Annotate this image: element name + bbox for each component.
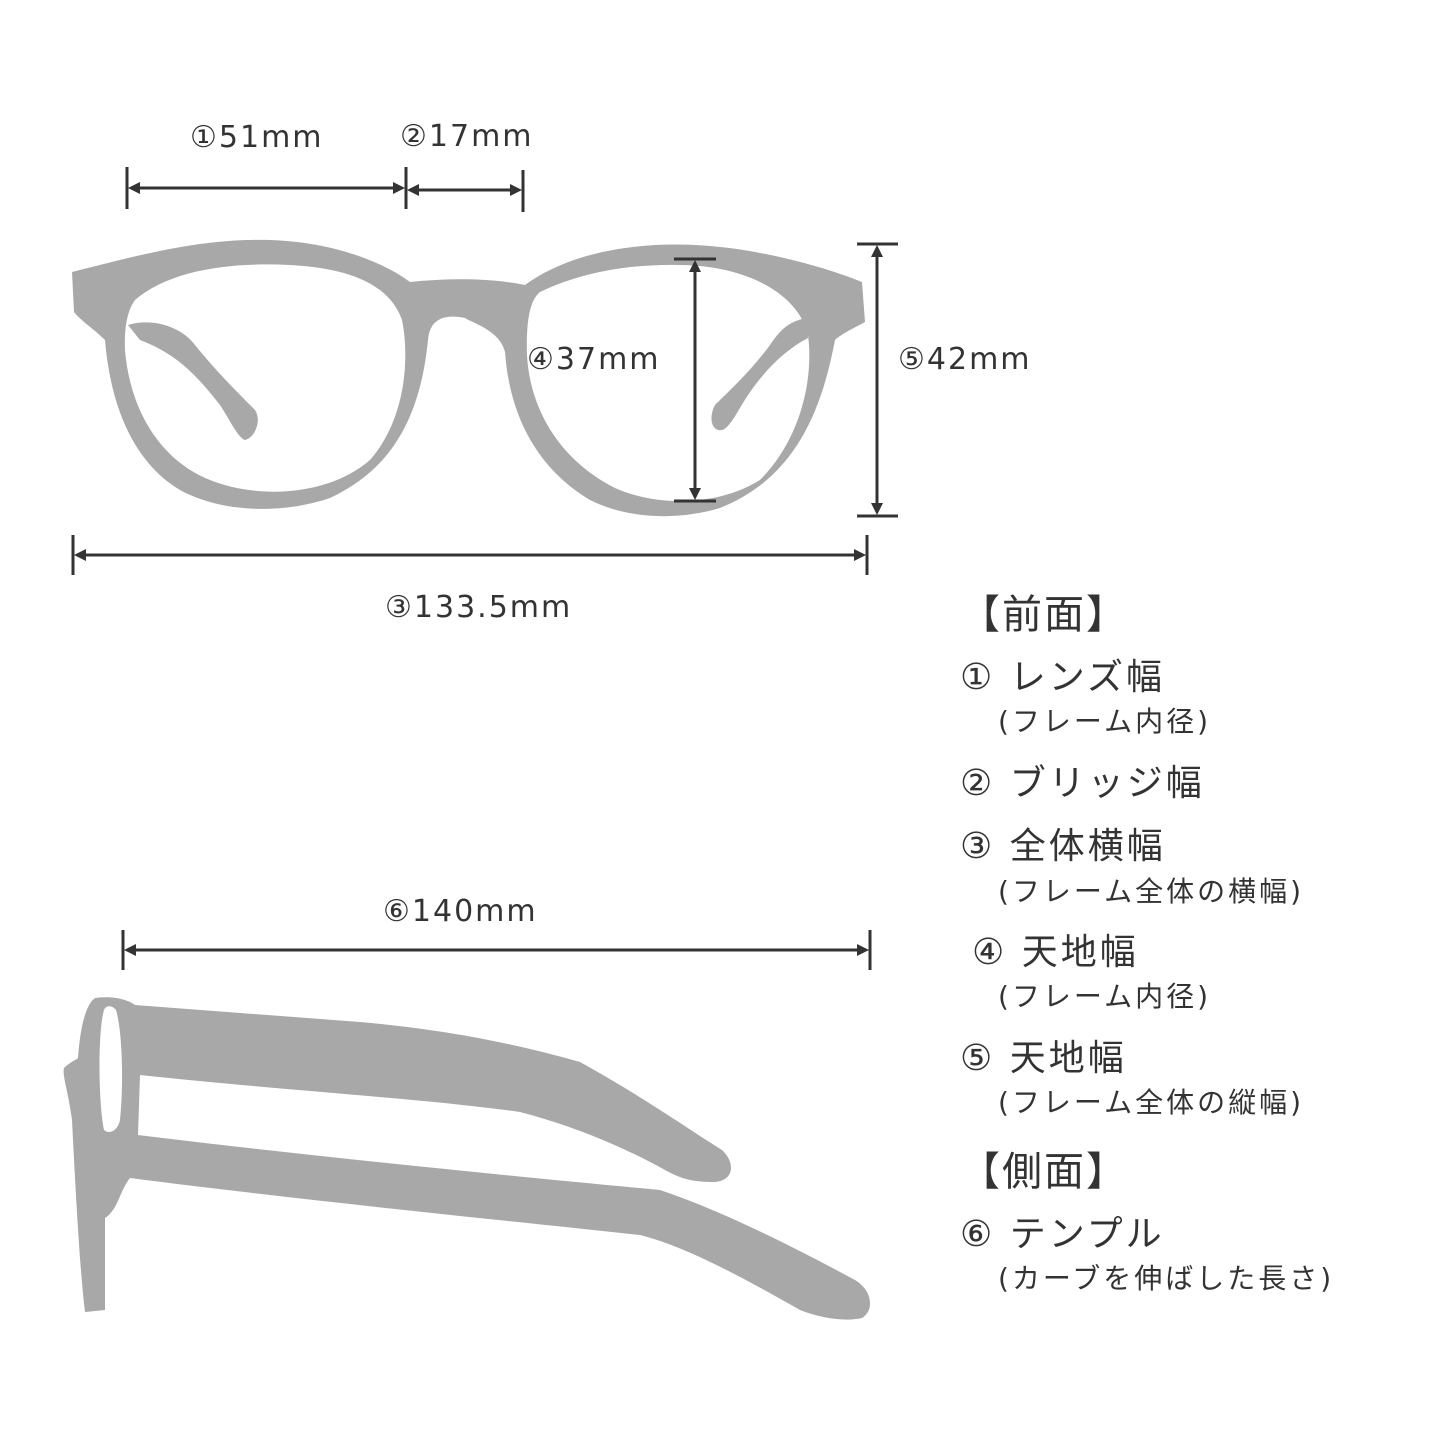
front-frame-silhouette [72,239,865,517]
legend-item-total-width: ③ 全体横幅 (フレーム全体の横幅) [960,826,1430,910]
dim-line-frame-height [857,242,898,518]
legend-side-heading: 【側面】 [960,1148,1128,1195]
dim-line-lens-height [674,257,716,503]
legend-item-label: ③ 全体横幅 [960,826,1166,868]
legend-item-label: ① レンズ幅 [960,657,1165,698]
side-frame-silhouette [63,997,871,1320]
legend-item-note: (フレーム全体の縦幅) [998,1086,1305,1120]
dim-line-temple [121,930,872,970]
label-bridge: ②17mm [400,119,534,154]
front-left-temple-stub [128,322,258,440]
legend-item-lens-height: ④ 天地幅 (フレーム内径) [960,932,1430,1016]
legend-item-note: (フレーム内径) [998,705,1212,739]
legend-item-note: (フレーム全体の横幅) [998,874,1305,908]
legend-item-temple: ⑥ テンプル (カーブを伸ばした長さ) [960,1214,1430,1298]
dim-line-total-width [71,535,869,575]
legend-item-label: ④ 天地幅 [972,931,1139,973]
legend-item-label: ⑥ テンプル [960,1213,1165,1255]
legend-item-bridge: ② ブリッジ幅 [960,763,1430,804]
label-lens-width: ①51mm [190,120,324,155]
dim-line-lens-width [125,167,408,209]
dim-line-bridge [407,170,525,212]
front-frame-body [72,239,865,517]
front-right-temple-stub [711,318,808,431]
legend-item-frame-height: ⑤ 天地幅 (フレーム全体の縦幅) [960,1038,1430,1122]
legend-item-lens-width: ① レンズ幅 (フレーム内径) [960,657,1430,741]
label-lens-height: ④37mm [527,342,661,377]
legend-item-note: (フレーム内径) [998,980,1212,1014]
legend-front-heading: 【前面】 [960,592,1128,638]
dimension-lines [71,167,898,970]
legend: 【前面】 ① レンズ幅 (フレーム内径) ② ブリッジ幅 ③ 全体横幅 (フレー… [960,595,1430,1319]
side-frame-body [63,997,871,1320]
label-total-width: ③133.5mm [385,590,572,625]
legend-item-label: ⑤ 天地幅 [960,1037,1127,1079]
label-frame-height: ⑤42mm [898,342,1032,377]
label-temple: ⑥140mm [383,894,538,929]
legend-item-note: (カーブを伸ばした長さ) [998,1261,1335,1295]
legend-item-label: ② ブリッジ幅 [960,762,1205,804]
